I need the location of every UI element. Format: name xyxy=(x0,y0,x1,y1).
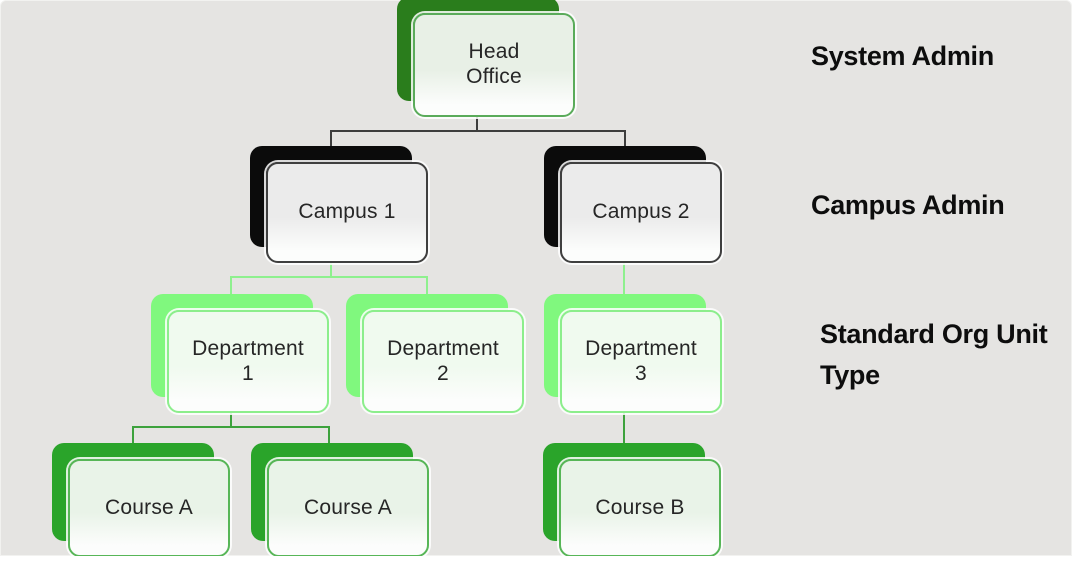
connector-course-a2-drop xyxy=(328,426,330,443)
connector-department2-drop xyxy=(426,276,428,294)
node-department-2-box: Department 2 xyxy=(362,310,524,413)
node-department-1-box: Department 1 xyxy=(167,310,329,413)
connector-course-bar xyxy=(132,426,330,428)
connector-campus-bar xyxy=(330,130,626,132)
node-head-office: Head Office xyxy=(397,0,575,117)
node-department-1: Department 1 xyxy=(151,294,329,413)
node-department-2: Department 2 xyxy=(346,294,524,413)
node-head-office-label: Head Office xyxy=(466,40,522,88)
node-course-b: Course B xyxy=(543,443,721,557)
connector-department1-stem xyxy=(230,413,232,427)
node-course-b-label: Course B xyxy=(595,495,685,519)
connector-campus1-drop xyxy=(330,130,332,146)
node-course-a-1: Course A xyxy=(52,443,230,557)
connector-campus2-drop xyxy=(624,130,626,146)
standard-org-unit-label: Standard Org Unit Type xyxy=(820,319,1048,390)
connector-head-stem xyxy=(476,117,478,131)
campus-admin-label: Campus Admin xyxy=(811,190,1005,220)
node-campus-2-box: Campus 2 xyxy=(560,162,722,263)
connector-department-bar xyxy=(230,276,428,278)
node-department-3-label: Department 3 xyxy=(585,336,697,385)
node-campus-1-label: Campus 1 xyxy=(298,200,396,224)
node-campus-2: Campus 2 xyxy=(544,146,722,263)
node-department-3: Department 3 xyxy=(544,294,722,413)
node-course-a-2-label: Course A xyxy=(304,495,392,519)
node-department-2-label: Department 2 xyxy=(387,336,499,385)
node-head-office-box: Head Office xyxy=(413,13,575,117)
node-campus-1-box: Campus 1 xyxy=(266,162,428,263)
node-department-3-box: Department 3 xyxy=(560,310,722,413)
connector-department3-courseb xyxy=(623,413,625,443)
connector-department1-drop xyxy=(230,276,232,294)
connector-campus2-department3 xyxy=(623,263,625,294)
node-course-a-1-box: Course A xyxy=(68,459,230,557)
node-course-b-box: Course B xyxy=(559,459,721,557)
bottom-margin xyxy=(0,556,1072,561)
node-campus-1: Campus 1 xyxy=(250,146,428,263)
node-course-a-2: Course A xyxy=(251,443,429,557)
node-course-a-1-label: Course A xyxy=(105,495,193,519)
node-department-1-label: Department 1 xyxy=(192,336,304,385)
connector-course-a1-drop xyxy=(132,426,134,443)
system-admin-label: System Admin xyxy=(811,41,994,71)
node-campus-2-label: Campus 2 xyxy=(592,200,690,224)
node-course-a-2-box: Course A xyxy=(267,459,429,557)
connector-campus1-stem xyxy=(330,263,332,277)
